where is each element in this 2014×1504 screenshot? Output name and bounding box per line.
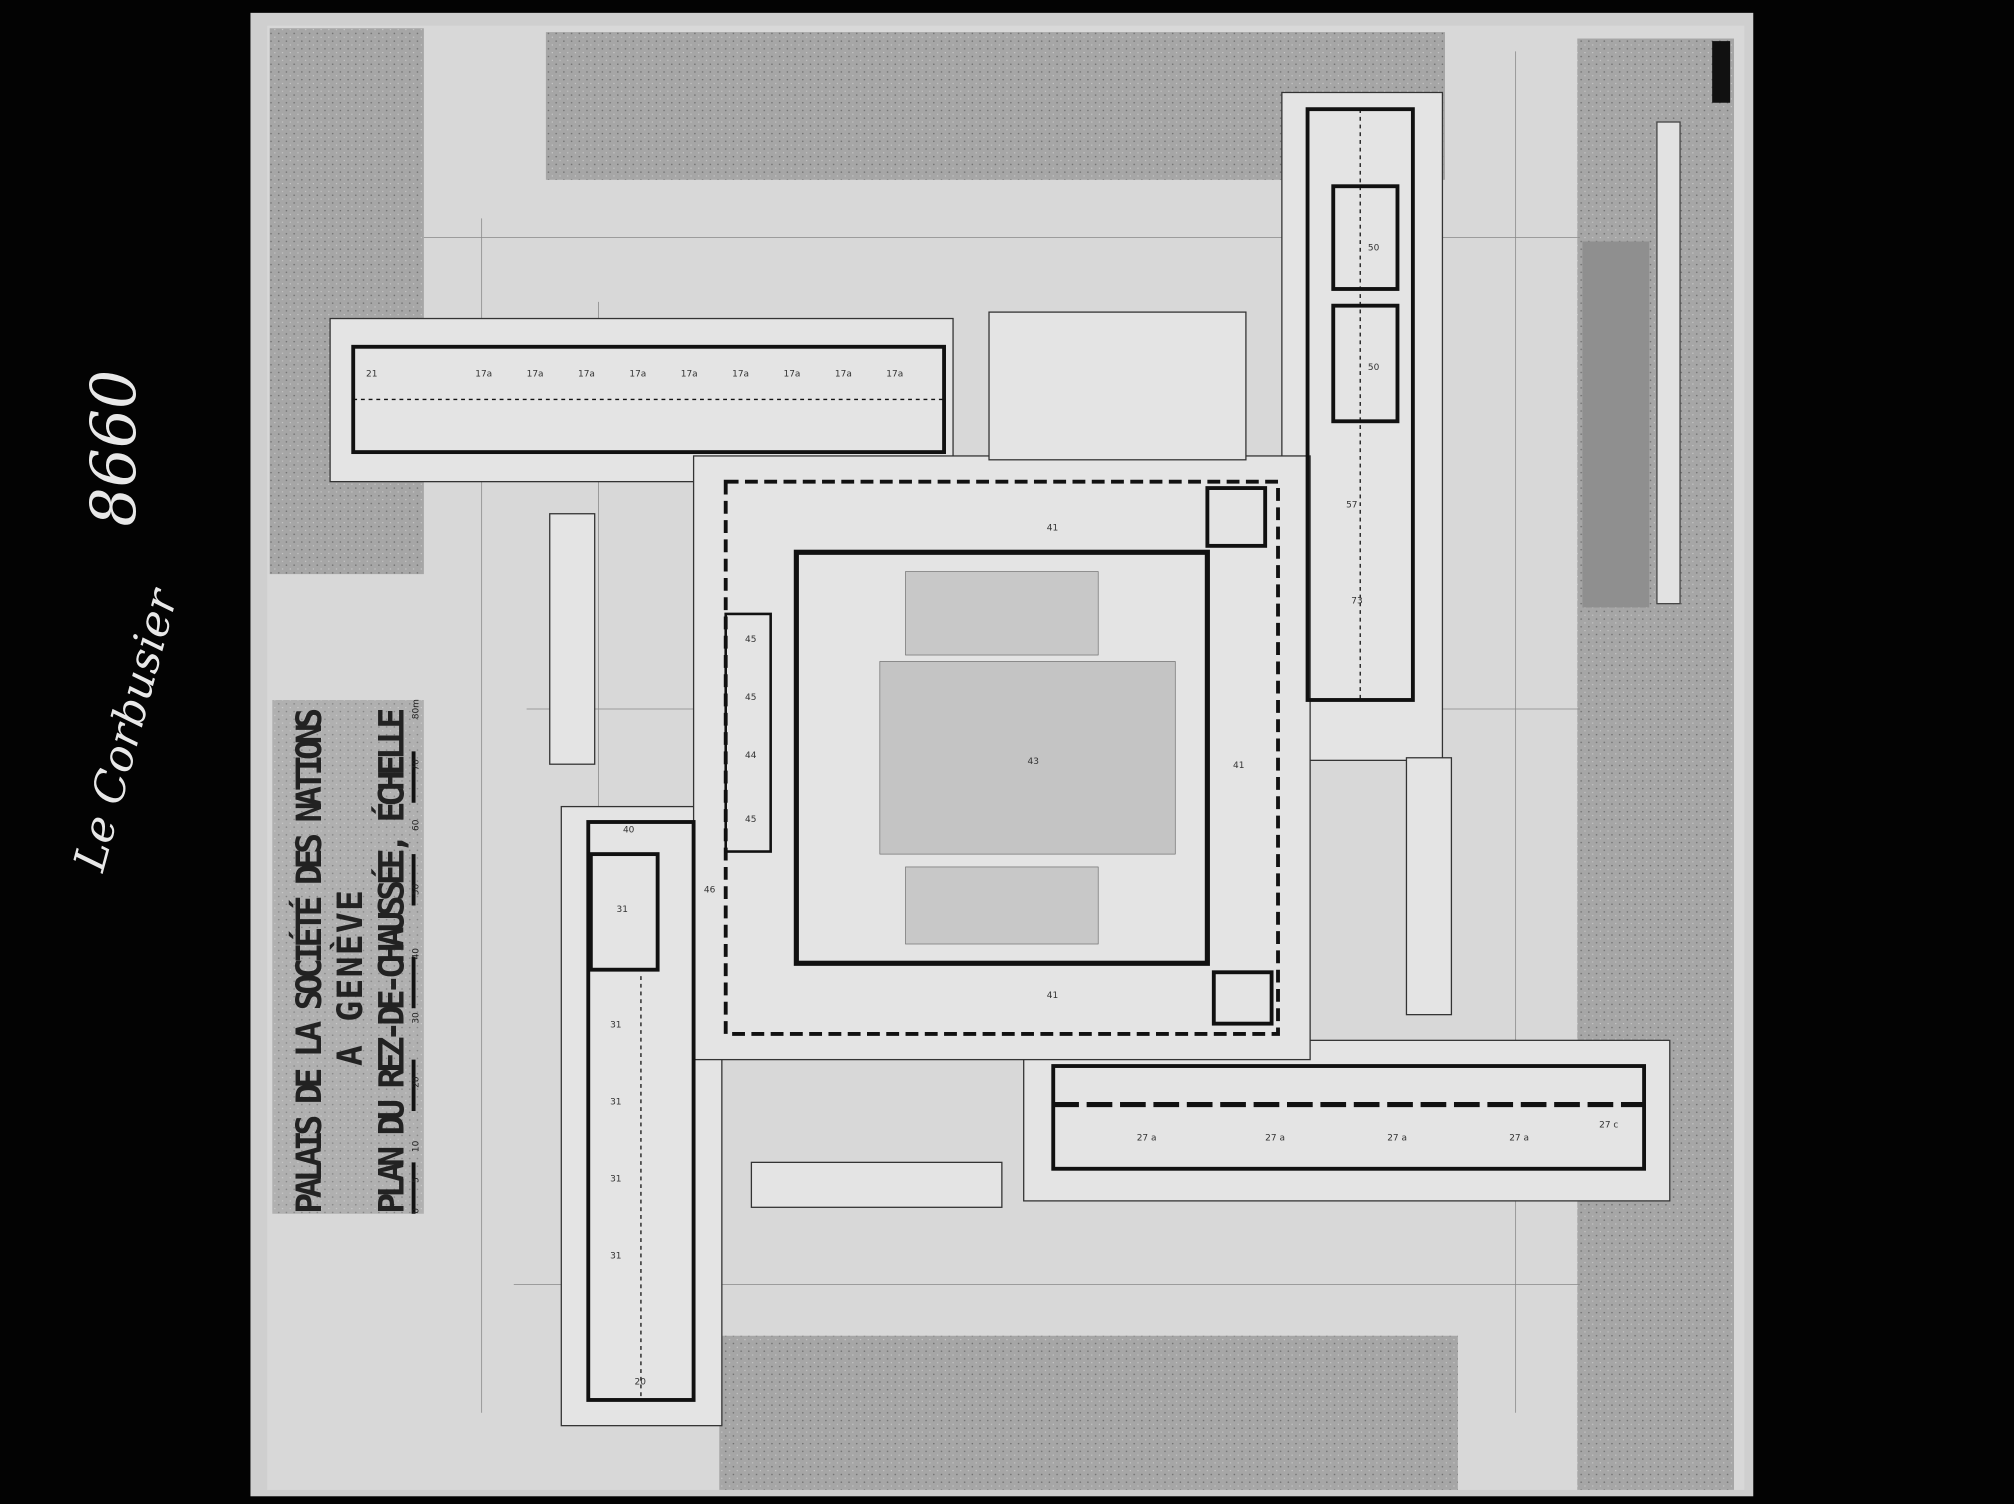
room-label: 20 xyxy=(635,1378,647,1388)
room-label: 17a xyxy=(681,369,698,379)
left-lower-wing xyxy=(586,820,696,1402)
room-label: 17a xyxy=(629,369,646,379)
room-label: 50 xyxy=(1368,243,1380,253)
site-ground-areas xyxy=(269,28,1734,1490)
title-block: PALAIS DE LA SOCIÉTÉ DES NATIONS A GENÈV… xyxy=(272,699,424,1214)
room-label: 50 xyxy=(1368,363,1380,373)
scale-tick: 80m xyxy=(412,699,422,719)
room-label: 27 a xyxy=(1509,1134,1529,1144)
scale-tick: 60 xyxy=(412,819,422,831)
room-label: 41 xyxy=(1233,761,1244,771)
room-label: 43 xyxy=(1028,757,1039,767)
room-label: 17a xyxy=(835,369,852,379)
room-label: 17a xyxy=(784,369,801,379)
hall-seating xyxy=(879,571,1176,945)
film-notch xyxy=(1712,41,1731,103)
room-label: 46 xyxy=(704,886,716,896)
room-label: 57 xyxy=(1346,500,1357,510)
room-label: 27 a xyxy=(1137,1134,1157,1144)
room-label: 27 a xyxy=(1265,1134,1285,1144)
room-label: 45 xyxy=(745,693,756,703)
scale-tick: 70 xyxy=(412,759,422,771)
room-label: 41 xyxy=(1047,991,1058,1001)
room-label: 27 a xyxy=(1387,1134,1407,1144)
room-labels: 43 41 41 41 73 50 50 57 27 a 27 a 27 a 2… xyxy=(366,243,1618,1387)
room-label: 27 c xyxy=(1599,1121,1618,1131)
handwritten-number: 8660 xyxy=(78,370,150,527)
room-label: 17a xyxy=(475,369,492,379)
title-line-2: A GENÈVE xyxy=(329,889,371,1066)
scale-tick: 10 xyxy=(412,1140,422,1152)
room-label: 41 xyxy=(1047,523,1058,533)
scale-tick: 30 xyxy=(412,1012,422,1024)
building-walls xyxy=(351,107,1647,1402)
room-label: 17a xyxy=(578,369,595,379)
bottom-right-wing xyxy=(1051,1064,1647,1171)
room-label: 17a xyxy=(886,369,903,379)
scale-tick: 0 xyxy=(412,1208,422,1214)
assembly-hall xyxy=(793,549,1210,966)
room-label: 44 xyxy=(745,751,757,761)
scale-tick: 20 xyxy=(412,1076,422,1088)
scale-tick: 40 xyxy=(412,948,422,960)
room-label: 17a xyxy=(732,369,749,379)
room-label: 45 xyxy=(745,635,756,645)
room-label: 31 xyxy=(610,1175,621,1185)
room-label: 21 xyxy=(366,369,377,379)
title-line-1: PALAIS DE LA SOCIÉTÉ DES NATIONS xyxy=(288,706,330,1213)
room-label: 31 xyxy=(610,1098,621,1108)
room-label: 31 xyxy=(610,1252,621,1262)
room-label: 31 xyxy=(610,1020,621,1030)
scale-tick: 50 xyxy=(412,883,422,895)
room-label: 40 xyxy=(623,825,635,835)
room-label: 45 xyxy=(745,815,756,825)
scale-tick: 5 xyxy=(412,1177,422,1183)
title-line-3: PLAN DU REZ-DE-CHAUSSÉE, ÉCHELLE xyxy=(370,706,412,1213)
room-label: 17a xyxy=(527,369,544,379)
room-label: 73 xyxy=(1351,597,1362,607)
room-label: 31 xyxy=(617,905,628,915)
